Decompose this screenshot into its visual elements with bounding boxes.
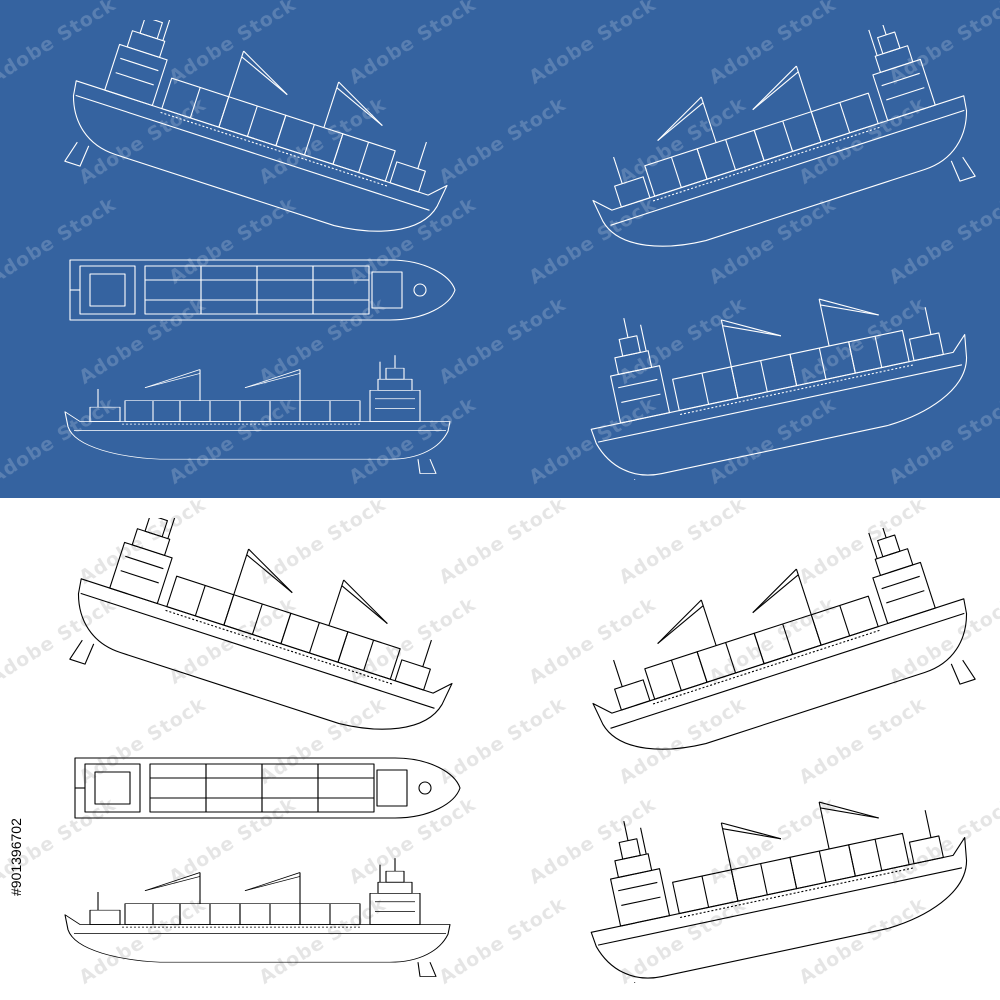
line-ship-stern-view (580, 528, 980, 768)
line-ship-side-view (64, 857, 451, 978)
blueprint-ship-top-view (69, 259, 456, 321)
line-drawing-panel (0, 498, 1000, 1000)
stock-id-label: #901396702 (8, 818, 24, 896)
blueprint-ship-stern-view (580, 25, 980, 265)
blueprint-ship-low-bow-view (569, 280, 985, 480)
blueprint-panel (0, 0, 1000, 498)
line-ship-bow-view (65, 518, 465, 738)
line-ship-low-bow-view (569, 783, 985, 983)
blueprint-ship-side-view (64, 354, 451, 475)
blueprint-ship-bow-view (60, 20, 460, 240)
line-ship-top-view (74, 757, 461, 819)
